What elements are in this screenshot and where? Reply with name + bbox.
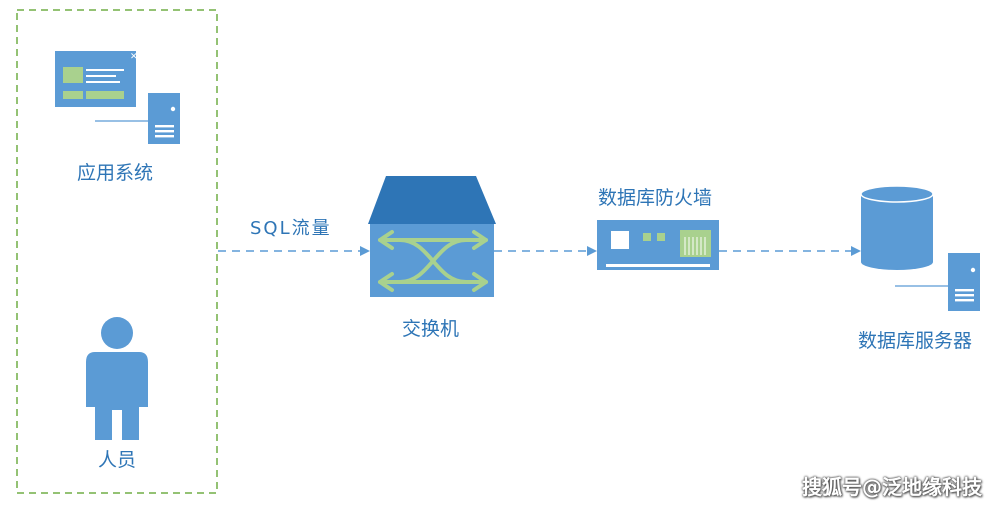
switch-label: 交换机 xyxy=(402,318,460,340)
person-label: 人员 xyxy=(98,449,137,471)
firewall-icon xyxy=(597,220,719,270)
person-icon xyxy=(86,317,148,440)
db-server-label: 数据库服务器 xyxy=(858,330,973,352)
app-system-label: 应用系统 xyxy=(77,162,154,184)
svg-text:✕: ✕ xyxy=(130,52,138,62)
user-side-group-border xyxy=(16,9,218,494)
db-server-tower-icon xyxy=(948,253,980,311)
server-tower-icon xyxy=(148,93,180,144)
app-window-icon: ✕ xyxy=(55,51,138,107)
db-firewall-label: 数据库防火墙 xyxy=(598,187,713,209)
switch-icon xyxy=(368,176,496,297)
watermark: 搜狐号@泛地缘科技 xyxy=(802,475,982,499)
sql-traffic-label: SQL流量 xyxy=(250,218,332,239)
database-cylinder-icon xyxy=(860,185,934,270)
